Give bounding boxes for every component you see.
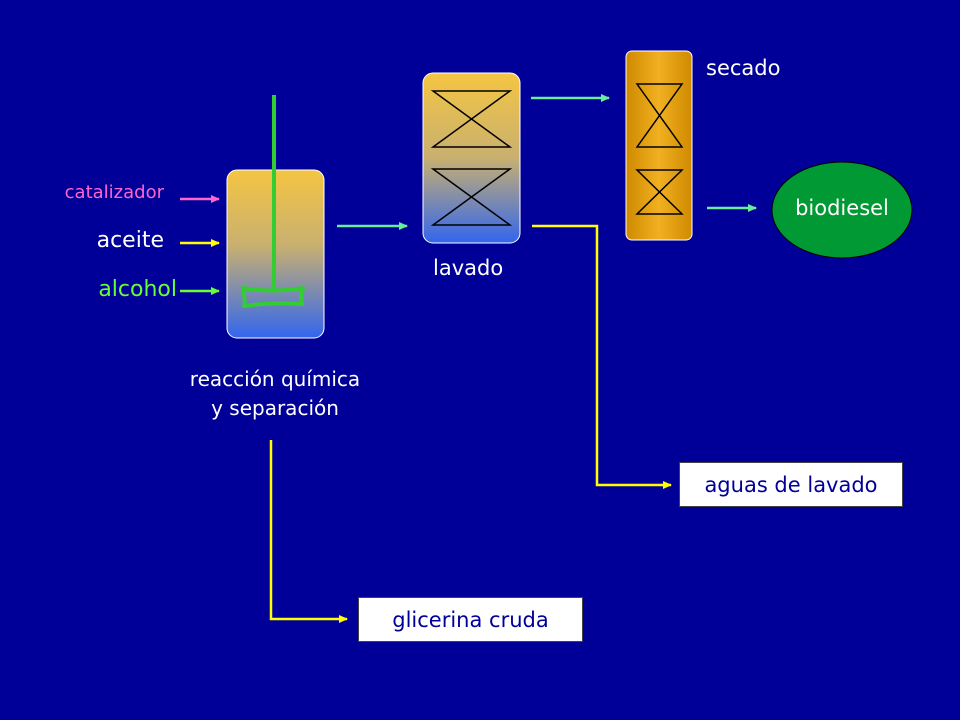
- wash-water-label: aguas de lavado: [704, 472, 878, 497]
- drying-packing-upper: [635, 83, 684, 148]
- washing-column: [422, 72, 521, 244]
- reactor-label: reacción química y separación: [175, 365, 375, 423]
- oil-label: aceite: [96, 228, 164, 253]
- drying-label: secado: [706, 56, 781, 80]
- washing-label: lavado: [433, 256, 504, 280]
- wash-water-box: aguas de lavado: [679, 462, 903, 507]
- reactor-label-line2: y separación: [211, 396, 339, 420]
- glycerin-line: [269, 440, 348, 623]
- biodiesel-product: [771, 161, 913, 259]
- washing-packing-upper: [430, 90, 513, 148]
- alcohol-label: alcohol: [98, 277, 177, 302]
- catalyst-label: catalizador: [64, 182, 164, 203]
- washing-packing-lower: [430, 168, 513, 226]
- crude-glycerin-label: glicerina cruda: [392, 607, 549, 632]
- stirrer-paddle: [241, 286, 305, 308]
- drying-packing-lower: [635, 169, 684, 215]
- crude-glycerin-box: glicerina cruda: [358, 597, 583, 642]
- reactor-label-line1: reacción química: [189, 367, 361, 391]
- drying-column: [625, 50, 693, 241]
- wash-water-line: [532, 224, 672, 489]
- biodiesel-label: biodiesel: [795, 196, 889, 220]
